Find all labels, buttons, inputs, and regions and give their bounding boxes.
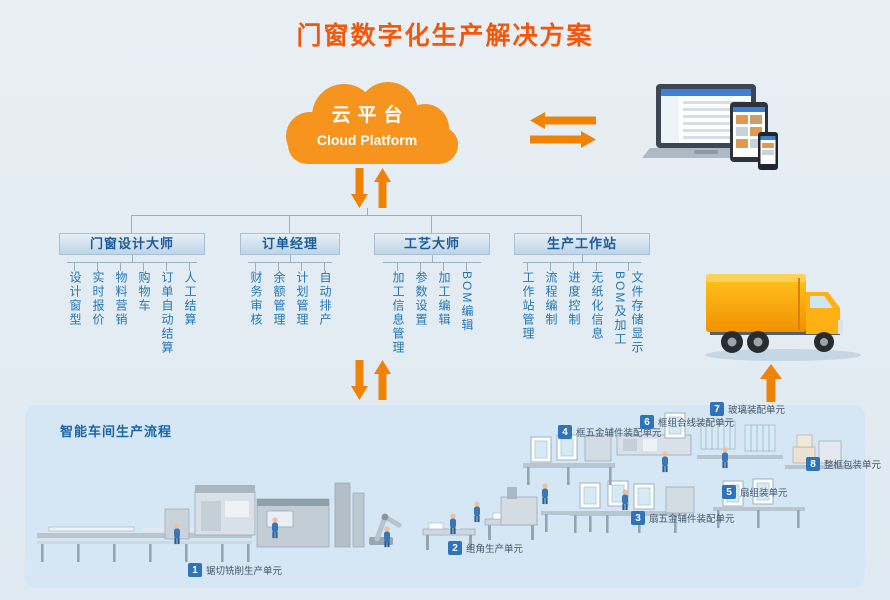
station-7: 7 玻璃装配单元: [710, 402, 785, 416]
station-3: 3 扇五金辅件装配单元: [631, 511, 735, 525]
feature-label: 无纸化信息: [590, 271, 604, 341]
station-4: 4 框五金辅件装配单元: [558, 425, 662, 439]
branch-header: 门窗设计大师: [59, 233, 205, 255]
tree-drop-line: [581, 215, 582, 233]
feature-label: 人工结算: [183, 271, 197, 327]
feature-item: 参数设置: [413, 263, 428, 327]
station-number-badge: 8: [806, 457, 820, 471]
feature-item: BOM编辑: [459, 263, 474, 332]
branch-header: 工艺大师: [374, 233, 490, 255]
station-8: 8 整框包装单元: [806, 457, 881, 471]
cloud-name: 云平台: [331, 105, 410, 126]
tree-drop-line: [131, 215, 132, 233]
workshop-title: 智能车间生产流程: [60, 424, 173, 439]
tree-workshop-arrows-icon: [351, 360, 391, 400]
station-number-badge: 5: [722, 485, 736, 499]
feature-label: 文件存储显示: [630, 271, 644, 355]
feature-label: 设计窗型: [68, 271, 82, 327]
feature-item: 人工结算: [182, 263, 197, 327]
branch-2: 订单经理财务审核余额管理计划管理自动排产: [238, 233, 342, 327]
feature-label: 余额管理: [272, 271, 286, 327]
station-label: 玻璃装配单元: [728, 405, 786, 416]
branch-header: 生产工作站: [514, 233, 650, 255]
devices-illustration: [642, 84, 778, 170]
feature-item: 计划管理: [294, 263, 309, 327]
tree-drop-line: [431, 215, 432, 233]
feature-label: 加工信息管理: [391, 271, 405, 355]
feature-label: 自动排产: [318, 271, 332, 327]
feature-label: 购物车: [137, 271, 151, 313]
tree-top-line: [131, 215, 582, 216]
feature-item: 购物车: [136, 263, 151, 313]
station-number-badge: 2: [448, 541, 462, 555]
station-1: 1 锯切铣削生产单元: [188, 563, 282, 577]
tree-stem-line: [367, 208, 368, 215]
truck-illustration: [705, 274, 861, 361]
page-title: 门窗数字化生产解决方案: [296, 22, 594, 50]
feature-item: 财务审核: [248, 263, 263, 327]
branch-3: 工艺大师加工信息管理参数设置加工编辑 BOM编辑: [373, 233, 491, 355]
tree-drop-line: [289, 215, 290, 233]
feature-label: 流程编制: [544, 271, 558, 327]
feature-item: 工作站管理: [520, 263, 535, 341]
feature-label: 加工编辑: [437, 271, 451, 327]
station-label: 锯切铣削生产单元: [206, 566, 283, 577]
feature-label: 实时报价: [91, 271, 105, 327]
feature-label: 进度控制: [567, 271, 581, 327]
station-label: 框组合线装配单元: [658, 418, 735, 429]
feature-item: 流程编制: [543, 263, 558, 327]
feature-item: 设计窗型: [67, 263, 82, 327]
feature-label: 工作站管理: [521, 271, 535, 341]
cloud-platform-label: 云平台 Cloud Platform: [262, 100, 472, 148]
sync-arrows-icon: [530, 112, 596, 148]
feature-item: 自动排产: [317, 263, 332, 327]
station-label: 扇组装单元: [740, 488, 788, 499]
feature-item: 余额管理: [271, 263, 286, 327]
station-number-badge: 1: [188, 563, 202, 577]
feature-item: 订单自动结算: [159, 263, 174, 355]
station-label: 组角生产单元: [466, 544, 524, 555]
feature-item: 加工信息管理: [390, 263, 405, 355]
feature-label: BOM编辑: [460, 271, 474, 333]
workshop-truck-arrow-icon: [760, 364, 782, 402]
feature-item: 无纸化信息: [589, 263, 604, 341]
feature-item: 进度控制: [566, 263, 581, 327]
feature-item: 实时报价: [90, 263, 105, 327]
cloud-tree-arrows-icon: [351, 168, 391, 208]
feature-label: 参数设置: [414, 271, 428, 327]
feature-label: 财务审核: [249, 271, 263, 327]
station-label: 扇五金辅件装配单元: [649, 514, 735, 525]
station-6: 6 框组合线装配单元: [640, 415, 734, 429]
feature-label: BOM及加工: [613, 271, 627, 347]
feature-label: 订单自动结算: [160, 271, 174, 355]
station-number-badge: 3: [631, 511, 645, 525]
cloud-icon: [286, 82, 458, 164]
cloud-subtitle: Cloud Platform: [316, 132, 418, 148]
station-number-badge: 7: [710, 402, 724, 416]
station-5: 5 扇组装单元: [722, 485, 788, 499]
feature-label: 计划管理: [295, 271, 309, 327]
station-number-badge: 6: [640, 415, 654, 429]
station-label: 整框包装单元: [824, 460, 882, 471]
branch-1: 门窗设计大师设计窗型实时报价物料营销购物车订单自动结算人工结算: [57, 233, 207, 355]
feature-item: 加工编辑: [436, 263, 451, 327]
station-label: 框五金辅件装配单元: [576, 428, 662, 439]
feature-label: 物料营销: [114, 271, 128, 327]
station-number-badge: 4: [558, 425, 572, 439]
branch-header: 订单经理: [240, 233, 340, 255]
feature-item: 物料营销: [113, 263, 128, 327]
station-2: 2 组角生产单元: [448, 541, 523, 555]
